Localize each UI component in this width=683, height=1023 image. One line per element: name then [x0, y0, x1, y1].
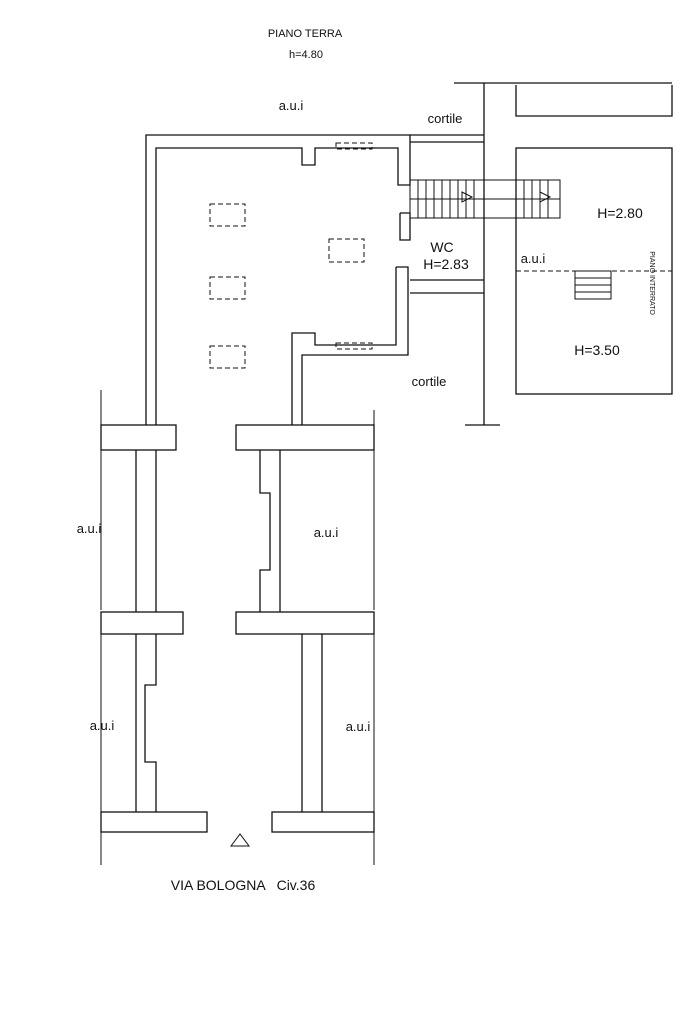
staircase: [409, 179, 561, 219]
label-aui-top: a.u.i: [279, 98, 304, 113]
middle-rooms: [100, 450, 375, 635]
lower-rooms: [100, 634, 375, 865]
label-cortile-bottom: cortile: [412, 374, 447, 389]
street-address: VIA BOLOGNA Civ.36: [171, 877, 316, 893]
label-aui-right-low: a.u.i: [346, 719, 371, 734]
label-height-upper: H=2.80: [597, 205, 643, 221]
stair-arrow-icon: [461, 191, 474, 203]
skylight-marks: [209, 203, 365, 369]
label-aui-left-low: a.u.i: [90, 718, 115, 733]
upper-piers: [100, 390, 375, 610]
stair-arrow-icon: [539, 191, 552, 203]
label-cortile-top: cortile: [428, 111, 463, 126]
plan-title: PIANO TERRA: [268, 28, 343, 40]
label-aui-right: a.u.i: [521, 251, 546, 266]
label-height-lower: H=3.50: [574, 342, 620, 358]
entrance-triangle-icon: [230, 833, 250, 847]
main-unit-walls: [145, 134, 484, 425]
label-aui-left-mid: a.u.i: [77, 521, 102, 536]
label-wc-height: H=2.83: [423, 256, 469, 272]
plan-height-note: h=4.80: [289, 49, 323, 61]
label-aui-center-mid: a.u.i: [314, 525, 339, 540]
label-piano-interrato: PIANO INTERRATO: [648, 251, 655, 315]
right-block: [454, 82, 673, 426]
label-wc: WC: [430, 239, 453, 255]
